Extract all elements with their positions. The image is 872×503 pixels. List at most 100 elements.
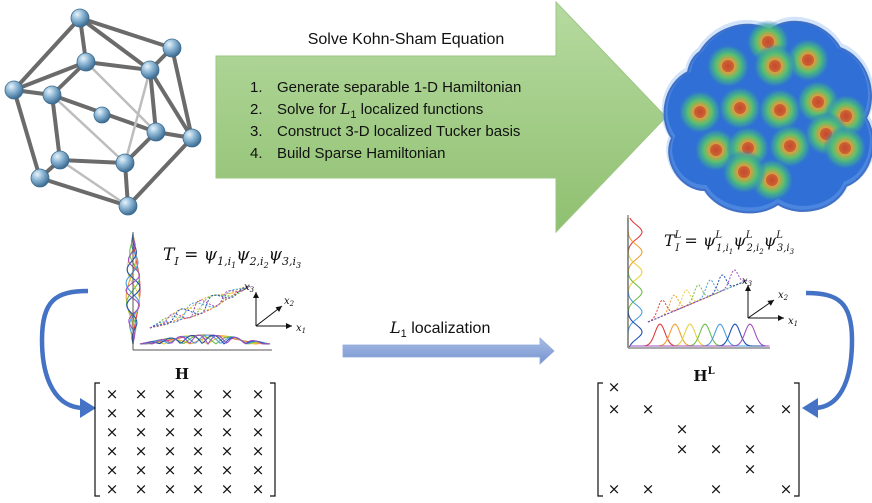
left-horizontal-basis-curve: [140, 334, 271, 345]
dense-matrix-entry: ×: [192, 461, 205, 479]
dense-matrix-entry: ×: [164, 423, 177, 441]
density-core: [734, 102, 746, 114]
left-diagonal-basis-curve: [149, 285, 251, 329]
left-vertical-basis-curve: [125, 233, 140, 345]
molecule-atom: [4, 80, 24, 100]
molecule-bond: [170, 47, 194, 139]
left-matrix-label: H: [175, 365, 189, 383]
dense-matrix-entry: ×: [106, 385, 119, 403]
molecule-bond: [13, 60, 87, 92]
left-diagonal-basis-curve: [149, 285, 251, 329]
dense-matrix-entry: ×: [164, 480, 177, 498]
density-core: [802, 54, 814, 66]
density-core: [784, 140, 796, 152]
dense-matrix-entry: ×: [135, 442, 148, 460]
dense-matrix-entry: ×: [252, 461, 265, 479]
molecule-bond: [123, 69, 152, 164]
left-diagonal-basis-curve: [149, 285, 251, 329]
dense-matrix-entry: ×: [135, 480, 148, 498]
dense-matrix-entry: ×: [135, 385, 148, 403]
sparse-matrix-entry: ×: [744, 400, 757, 418]
dense-matrix-entry: ×: [164, 461, 177, 479]
molecule-atom: [118, 196, 138, 216]
sparse-matrix-entry: ×: [676, 440, 689, 458]
sparse-matrix-entry: ×: [710, 440, 723, 458]
dense-matrix-entry: ×: [221, 442, 234, 460]
left-horizontal-basis-curve: [139, 334, 270, 345]
sparse-matrix-entry: ×: [780, 400, 793, 418]
dense-matrix-entry: ×: [192, 480, 205, 498]
sparse-matrix-entry: ×: [642, 400, 655, 418]
dense-matrix-entry: ×: [221, 385, 234, 403]
right-diagonal-localized-curve: [647, 269, 748, 323]
right-axis-x1-label: x1: [788, 316, 798, 328]
molecule-bond: [85, 61, 157, 133]
sparse-matrix-entry: ×: [608, 378, 621, 396]
dense-matrix-entry: ×: [135, 461, 148, 479]
molecule-bond: [59, 158, 129, 208]
left-axes-icon: [253, 292, 292, 329]
molecule-atom: [50, 150, 70, 170]
density-core: [839, 142, 851, 154]
density-core: [769, 60, 781, 72]
dense-matrix-entry: ×: [164, 404, 177, 422]
step-4-text: Build Sparse Hamiltonian: [277, 145, 445, 162]
dense-matrix-entry: ×: [192, 423, 205, 441]
left-horizontal-basis-curve: [139, 334, 271, 345]
density-core: [710, 144, 722, 156]
dense-matrix-entry: ×: [221, 461, 234, 479]
molecule-bond: [85, 60, 151, 72]
dense-matrix-entry: ×: [221, 404, 234, 422]
molecule-bond: [39, 176, 129, 208]
step-1-number: 1.: [250, 79, 263, 96]
sparse-matrix-entry: ×: [608, 400, 621, 418]
density-core: [738, 166, 750, 178]
molecule-bond: [126, 136, 194, 208]
molecule-atom: [93, 106, 111, 124]
step-3-text: Construct 3-D localized Tucker basis: [277, 123, 520, 140]
molecule-atom: [42, 85, 62, 105]
step-2-text: Solve for L1 localized functions: [277, 100, 483, 121]
right-basis-plot: x3 x2 x1: [627, 215, 798, 349]
density-shell-highlight: [661, 16, 872, 214]
molecule-bond: [79, 16, 173, 50]
molecule-bond: [50, 94, 62, 161]
right-horizontal-localized-curve: [630, 323, 770, 347]
molecule-atom: [182, 128, 202, 148]
dense-matrix-entry: ×: [252, 385, 265, 403]
molecule-atom: [76, 52, 96, 72]
molecule-atom: [115, 153, 135, 173]
electron-density-image: [661, 16, 872, 214]
molecule-atom: [30, 168, 50, 188]
left-axis-x1-label: x1: [296, 323, 306, 335]
sparse-matrix-entry: ×: [608, 480, 621, 498]
density-core: [694, 106, 706, 118]
dense-matrix-entry: ×: [252, 480, 265, 498]
sparse-matrix: ××××××××××××××: [597, 378, 800, 498]
density-core: [774, 104, 786, 116]
molecule-bond: [78, 16, 152, 72]
step-2-number: 2.: [250, 101, 263, 118]
step-4-number: 4.: [250, 145, 263, 162]
molecule-atom: [162, 38, 182, 58]
molecule-bond: [148, 68, 194, 140]
step-3-number: 3.: [250, 123, 263, 140]
dense-matrix-entry: ×: [252, 404, 265, 422]
sparse-matrix-entry: ×: [744, 460, 757, 478]
right-horizontal-localized-curve: [630, 323, 770, 347]
left-curved-arrow: [39, 288, 96, 418]
dense-matrix: ××××××××××××××××××××××××××××××××××××: [94, 382, 276, 498]
density-core: [840, 110, 852, 122]
localization-label: L1 localization: [389, 318, 490, 340]
molecule-bond: [51, 94, 126, 164]
right-axis-x3-label: x3: [742, 276, 753, 288]
right-axis-x2-label: x2: [778, 290, 789, 302]
right-curved-arrow: [802, 290, 855, 418]
dense-matrix-entry: ×: [192, 404, 205, 422]
molecule-atom: [146, 122, 166, 142]
dense-matrix-entry: ×: [135, 404, 148, 422]
header-title: Solve Kohn-Sham Equation: [308, 31, 505, 48]
right-diagonal-localized-curve: [647, 274, 748, 323]
